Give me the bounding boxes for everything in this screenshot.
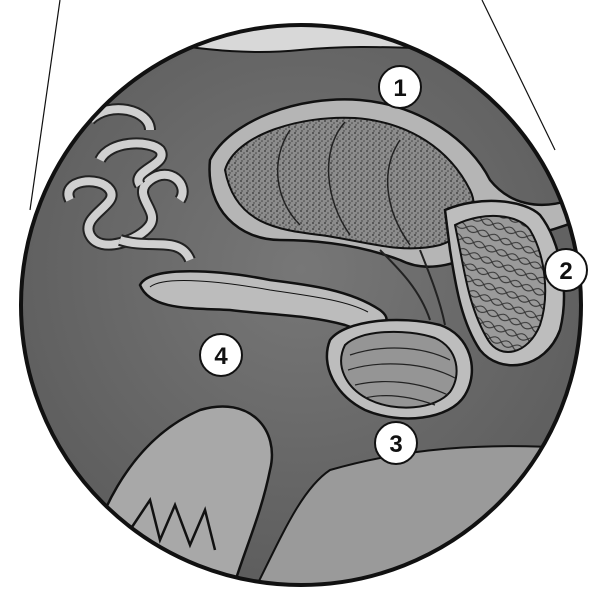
callout-2: 2 [545,249,587,291]
label-3-text: 3 [389,431,402,458]
callout-3: 3 [375,422,417,464]
label-1-text: 1 [393,75,406,102]
label-2-text: 2 [559,258,572,285]
label-4-text: 4 [214,343,228,370]
callout-4: 4 [200,334,242,376]
callout-1: 1 [379,66,421,108]
